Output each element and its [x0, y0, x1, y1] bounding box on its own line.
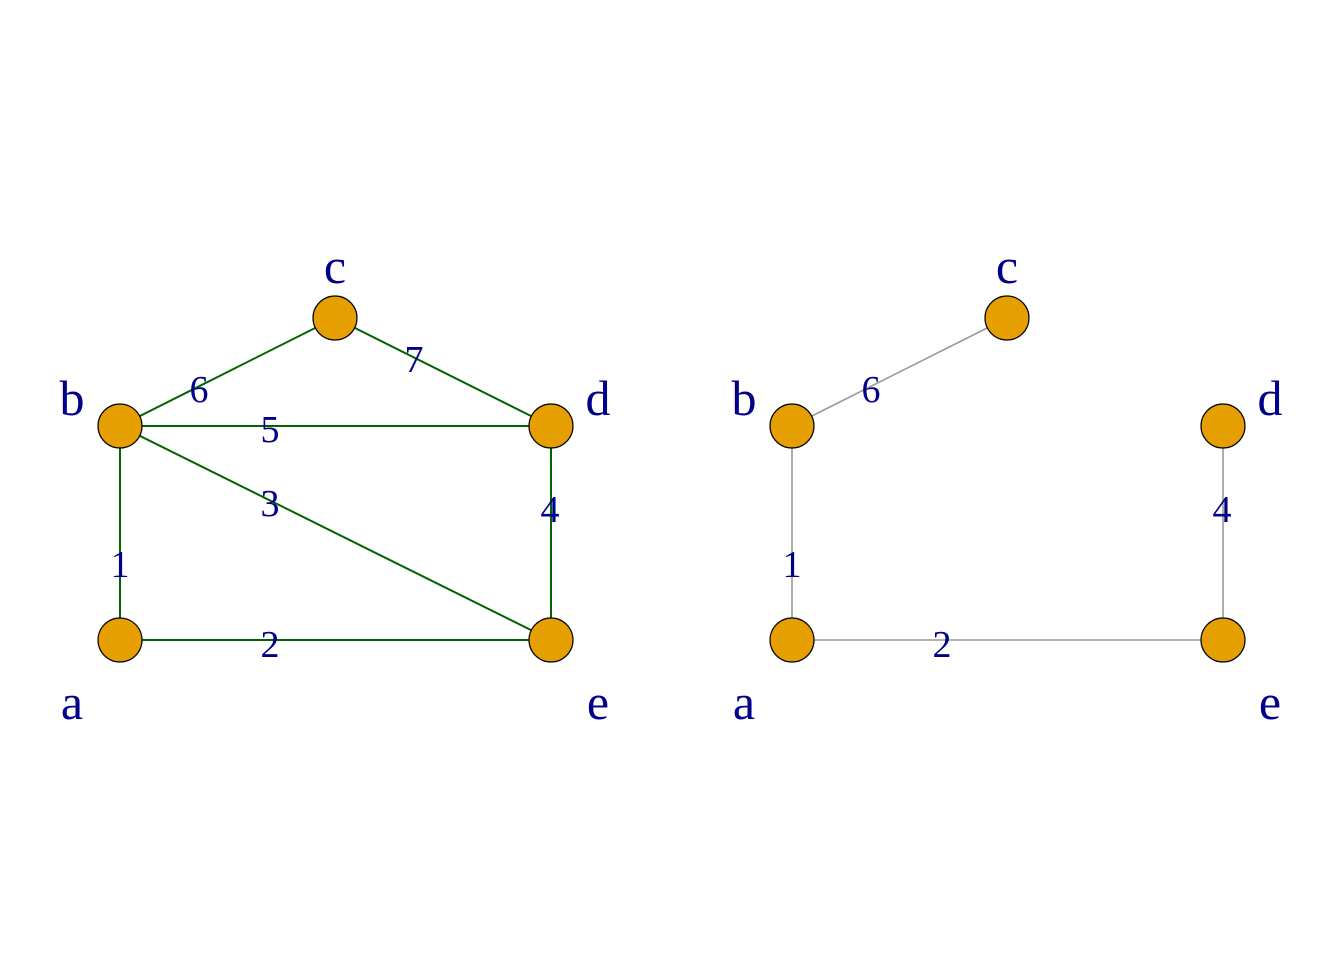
node-c — [984, 295, 1030, 341]
edge-weight-a-e: 2 — [261, 624, 280, 666]
edge-weight-a-b: 1 — [111, 544, 130, 586]
edge-b-c — [119, 317, 336, 427]
node-label-d: d — [586, 370, 611, 426]
full-graph-panel: 1 2 3 4 5 6 7 a b c d e — [60, 238, 611, 730]
node-e — [528, 617, 574, 663]
edge-c-d — [334, 317, 552, 427]
edge-weight-c-d: 7 — [405, 339, 424, 381]
node-b — [97, 403, 143, 449]
node-label-d: d — [1258, 370, 1283, 426]
node-label-e: e — [587, 674, 609, 730]
node-label-e: e — [1259, 674, 1281, 730]
edge-weight-b-e: 3 — [261, 483, 280, 525]
edge-weight-b-d: 5 — [261, 409, 280, 451]
edge-b-e — [119, 425, 552, 641]
node-b — [769, 403, 815, 449]
edge-b-c — [791, 317, 1008, 427]
edge-weight-d-e: 4 — [1213, 489, 1232, 531]
node-d — [1200, 403, 1246, 449]
node-label-a: a — [733, 674, 755, 730]
edge-weight-d-e: 4 — [541, 489, 560, 531]
edge-weight-a-b: 1 — [783, 544, 802, 586]
node-c — [312, 295, 358, 341]
node-e — [1200, 617, 1246, 663]
edge-weight-b-c: 6 — [190, 369, 209, 411]
node-a — [769, 617, 815, 663]
node-label-c: c — [996, 238, 1018, 294]
node-label-b: b — [60, 370, 85, 426]
node-label-c: c — [324, 238, 346, 294]
node-label-a: a — [61, 674, 83, 730]
edge-weight-a-e: 2 — [933, 624, 952, 666]
node-d — [528, 403, 574, 449]
node-label-b: b — [732, 370, 757, 426]
edge-weight-b-c: 6 — [862, 369, 881, 411]
node-a — [97, 617, 143, 663]
spanning-tree-panel: 1 2 4 6 a b c d e — [732, 238, 1283, 730]
